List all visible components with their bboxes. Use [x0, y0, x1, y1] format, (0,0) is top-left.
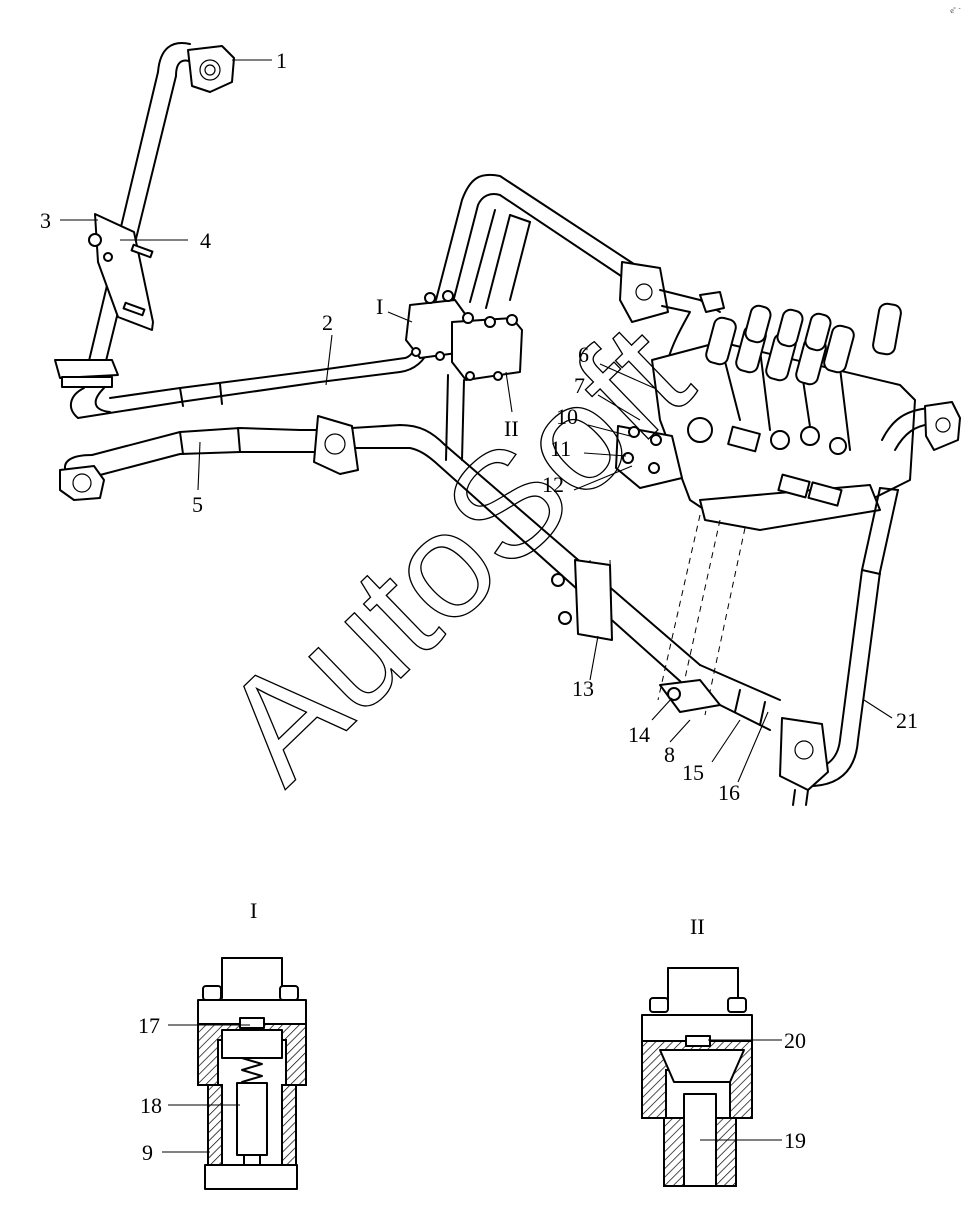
label-5: 5 [192, 492, 203, 517]
lower-bracket [551, 559, 721, 713]
label-13: 13 [572, 676, 594, 701]
label-7: 7 [574, 373, 585, 398]
label-10: 10 [556, 404, 578, 429]
label-2: 2 [322, 310, 333, 335]
corner-mark: e° - [949, 4, 963, 15]
bracket-plate [88, 213, 154, 331]
right-top-flange [924, 401, 961, 451]
main-control-valve [615, 302, 916, 531]
label-19: 19 [784, 1128, 806, 1153]
label-17: 17 [138, 1013, 160, 1038]
detail-view-I [162, 957, 307, 1190]
pipe-5 [59, 427, 323, 501]
label-8: 8 [664, 742, 675, 767]
label-6: 6 [578, 342, 589, 367]
label-21: 21 [896, 708, 918, 733]
diagonal-pipe [351, 424, 781, 731]
side-plate [615, 425, 683, 489]
center-flange [313, 415, 359, 475]
detail-marker-II: II [504, 416, 519, 441]
detail-title-I: I [250, 898, 257, 923]
pipe-1-base-mount [54, 359, 119, 419]
lower-right-flange [779, 717, 829, 791]
callout-leaders [60, 59, 893, 783]
label-18: 18 [140, 1093, 162, 1118]
detail-marker-I: I [376, 294, 383, 319]
label-3: 3 [40, 208, 51, 233]
label-9: 9 [142, 1140, 153, 1165]
detail-view-II [641, 967, 782, 1187]
label-4: 4 [200, 228, 211, 253]
label-1: 1 [276, 48, 287, 73]
pipe-2 [77, 327, 439, 419]
upper-frame-pipes [435, 173, 641, 461]
label-20: 20 [784, 1028, 806, 1053]
label-12: 12 [542, 472, 564, 497]
pipe-1-vertical [87, 42, 235, 366]
label-16: 16 [718, 780, 740, 805]
upper-right-flange [619, 261, 725, 361]
label-15: 15 [682, 760, 704, 785]
flange-1 [187, 45, 235, 93]
pipe-21 [779, 401, 961, 806]
valve-block-II [451, 312, 523, 381]
flange-5 [59, 465, 105, 501]
label-11: 11 [550, 436, 571, 461]
label-14: 14 [628, 722, 650, 747]
detail-title-II: II [690, 914, 705, 939]
